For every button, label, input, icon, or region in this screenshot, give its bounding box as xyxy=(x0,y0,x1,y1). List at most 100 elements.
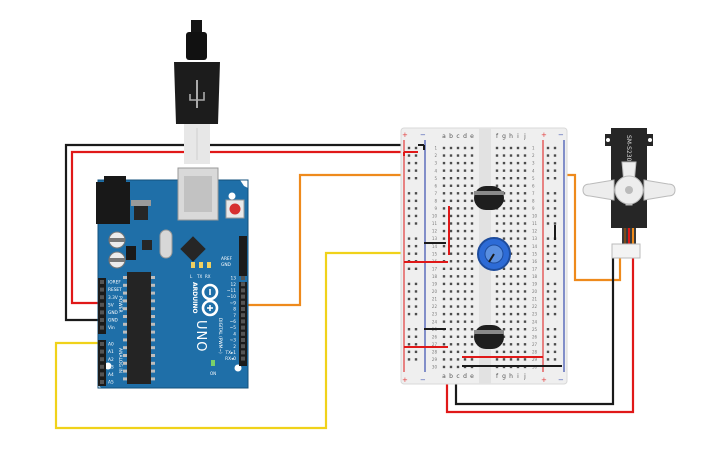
breadboard-hole[interactable] xyxy=(449,154,453,157)
breadboard-hole[interactable] xyxy=(502,312,506,316)
rail-hole[interactable] xyxy=(546,290,550,293)
breadboard-hole[interactable] xyxy=(523,161,527,165)
breadboard-hole[interactable] xyxy=(470,343,474,346)
rail-hole[interactable] xyxy=(546,207,550,210)
breadboard-hole[interactable] xyxy=(516,335,520,338)
rail-hole[interactable] xyxy=(407,312,411,316)
breadboard-hole[interactable] xyxy=(502,214,506,218)
breadboard-hole[interactable] xyxy=(470,290,474,293)
rail-hole[interactable] xyxy=(407,214,411,218)
breadboard-hole[interactable] xyxy=(495,320,499,323)
breadboard-hole[interactable] xyxy=(495,229,499,233)
breadboard-hole[interactable] xyxy=(509,297,513,301)
servo-horn[interactable] xyxy=(582,161,676,206)
breadboard-hole[interactable] xyxy=(463,290,467,293)
breadboard-hole[interactable] xyxy=(456,237,460,240)
breadboard-hole[interactable] xyxy=(463,282,467,286)
digital-hole[interactable] xyxy=(241,307,245,311)
digital-header[interactable] xyxy=(239,236,247,366)
breadboard-hole[interactable] xyxy=(470,305,474,308)
rail-hole[interactable] xyxy=(553,192,557,195)
rail-hole[interactable] xyxy=(546,244,550,248)
breadboard-hole[interactable] xyxy=(456,184,460,187)
breadboard-hole[interactable] xyxy=(523,343,527,346)
breadboard-hole[interactable] xyxy=(463,169,467,172)
breadboard-hole[interactable] xyxy=(495,350,499,354)
analog-hole[interactable] xyxy=(100,372,104,377)
breadboard-hole[interactable] xyxy=(495,305,499,308)
rail-hole[interactable] xyxy=(407,207,411,210)
breadboard-hole[interactable] xyxy=(516,282,520,286)
breadboard-hole[interactable] xyxy=(449,297,453,301)
breadboard-hole[interactable] xyxy=(523,328,527,331)
breadboard-hole[interactable] xyxy=(456,290,460,293)
rail-hole[interactable] xyxy=(414,207,418,210)
rail-hole[interactable] xyxy=(553,267,557,270)
servo-connector[interactable] xyxy=(611,243,641,259)
breadboard-hole[interactable] xyxy=(516,161,520,165)
breadboard-hole[interactable] xyxy=(463,177,467,180)
rail-hole[interactable] xyxy=(407,252,411,255)
breadboard-hole[interactable] xyxy=(456,358,460,361)
breadboard-hole[interactable] xyxy=(516,192,520,195)
rail-hole[interactable] xyxy=(553,305,557,308)
breadboard-hole[interactable] xyxy=(516,267,520,270)
digital-hole[interactable] xyxy=(241,300,245,305)
power-hole[interactable] xyxy=(100,280,104,284)
rail-hole[interactable] xyxy=(407,328,411,331)
breadboard-hole[interactable] xyxy=(463,192,467,195)
breadboard-hole[interactable] xyxy=(509,161,513,165)
rail-hole[interactable] xyxy=(553,260,557,263)
rail-hole[interactable] xyxy=(407,244,411,248)
breadboard-hole[interactable] xyxy=(495,282,499,286)
rail-hole[interactable] xyxy=(414,358,418,361)
breadboard-hole[interactable] xyxy=(509,169,513,172)
breadboard-hole[interactable] xyxy=(516,177,520,180)
breadboard-hole[interactable] xyxy=(502,320,506,323)
digital-hole[interactable] xyxy=(241,276,245,280)
rail-hole[interactable] xyxy=(414,177,418,180)
rail-hole[interactable] xyxy=(553,214,557,218)
breadboard-hole[interactable] xyxy=(470,161,474,165)
breadboard-hole[interactable] xyxy=(470,260,474,263)
breadboard-hole[interactable] xyxy=(509,320,513,323)
breadboard-hole[interactable] xyxy=(456,275,460,278)
breadboard-hole[interactable] xyxy=(516,320,520,323)
digital-hole[interactable] xyxy=(241,338,245,342)
rail-hole[interactable] xyxy=(407,222,411,225)
breadboard-hole[interactable] xyxy=(449,199,453,203)
breadboard-hole[interactable] xyxy=(442,237,446,240)
breadboard-hole[interactable] xyxy=(509,192,513,195)
breadboard-hole[interactable] xyxy=(516,146,520,150)
breadboard-hole[interactable] xyxy=(516,260,520,263)
analog-hole[interactable] xyxy=(100,364,104,369)
digital-hole[interactable] xyxy=(241,350,245,355)
breadboard-hole[interactable] xyxy=(523,169,527,172)
rail-hole[interactable] xyxy=(546,169,550,172)
wire-gnd-black[interactable] xyxy=(64,143,418,322)
breadboard-hole[interactable] xyxy=(516,229,520,233)
rail-hole[interactable] xyxy=(414,350,418,354)
breadboard-hole[interactable] xyxy=(502,207,506,210)
rail-hole[interactable] xyxy=(414,161,418,165)
breadboard-hole[interactable] xyxy=(523,267,527,270)
breadboard-hole[interactable] xyxy=(502,335,506,338)
breadboard-hole[interactable] xyxy=(449,275,453,278)
rail-hole[interactable] xyxy=(553,146,557,150)
breadboard-hole[interactable] xyxy=(463,350,467,354)
breadboard-hole[interactable] xyxy=(509,177,513,180)
breadboard-hole[interactable] xyxy=(470,154,474,157)
rail-hole[interactable] xyxy=(407,154,411,157)
rail-hole[interactable] xyxy=(407,192,411,195)
rail-hole[interactable] xyxy=(553,312,557,316)
rail-hole[interactable] xyxy=(407,297,411,301)
breadboard-hole[interactable] xyxy=(442,146,446,150)
power-hole[interactable] xyxy=(100,295,104,300)
breadboard-hole[interactable] xyxy=(449,328,453,331)
breadboard-hole[interactable] xyxy=(463,335,467,338)
rail-hole[interactable] xyxy=(553,282,557,286)
breadboard-hole[interactable] xyxy=(509,154,513,157)
breadboard-hole[interactable] xyxy=(523,154,527,157)
breadboard-hole[interactable] xyxy=(442,312,446,316)
rail-hole[interactable] xyxy=(407,358,411,361)
